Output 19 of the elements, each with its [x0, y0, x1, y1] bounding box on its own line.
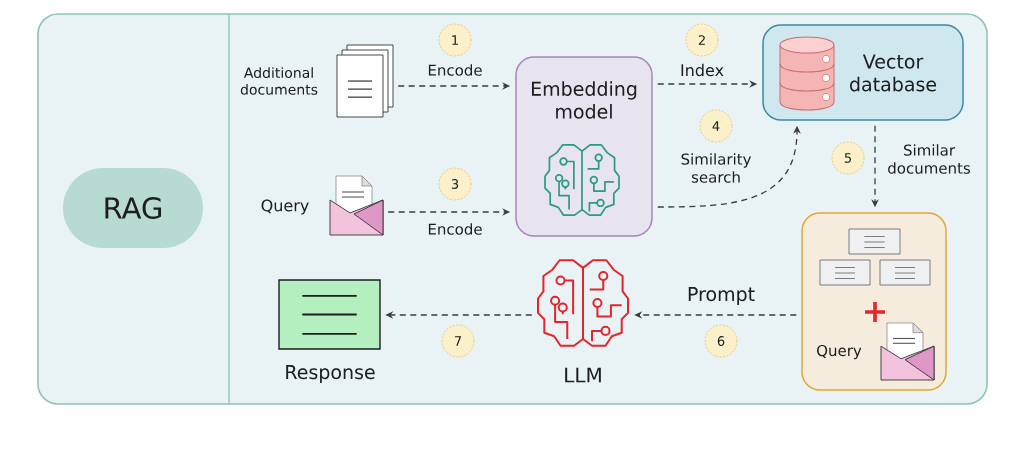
number-badge: 7	[441, 324, 475, 358]
node-label: Response	[286, 365, 375, 383]
number-badge: 2	[685, 23, 719, 57]
label-pill: RAG	[63, 168, 203, 248]
node-label: LLM	[565, 367, 601, 383]
node-label: Additional documents	[240, 67, 318, 95]
edge-label: Prompt	[688, 287, 755, 305]
edge-label: Similar documents	[888, 144, 971, 174]
edge-label: Encode	[428, 64, 482, 76]
number-badge: 3	[438, 167, 472, 201]
number-badge: 1	[438, 23, 472, 57]
number-badge: 4	[699, 109, 733, 143]
edge-label: Similarity search	[681, 153, 752, 183]
node-label: Query	[261, 199, 309, 215]
model-box: Embedding model	[515, 56, 653, 237]
edge-label: Encode	[428, 223, 482, 235]
number-badge: 6	[704, 324, 738, 358]
number-badge: 5	[831, 141, 865, 175]
edge-label: Index	[681, 63, 724, 77]
